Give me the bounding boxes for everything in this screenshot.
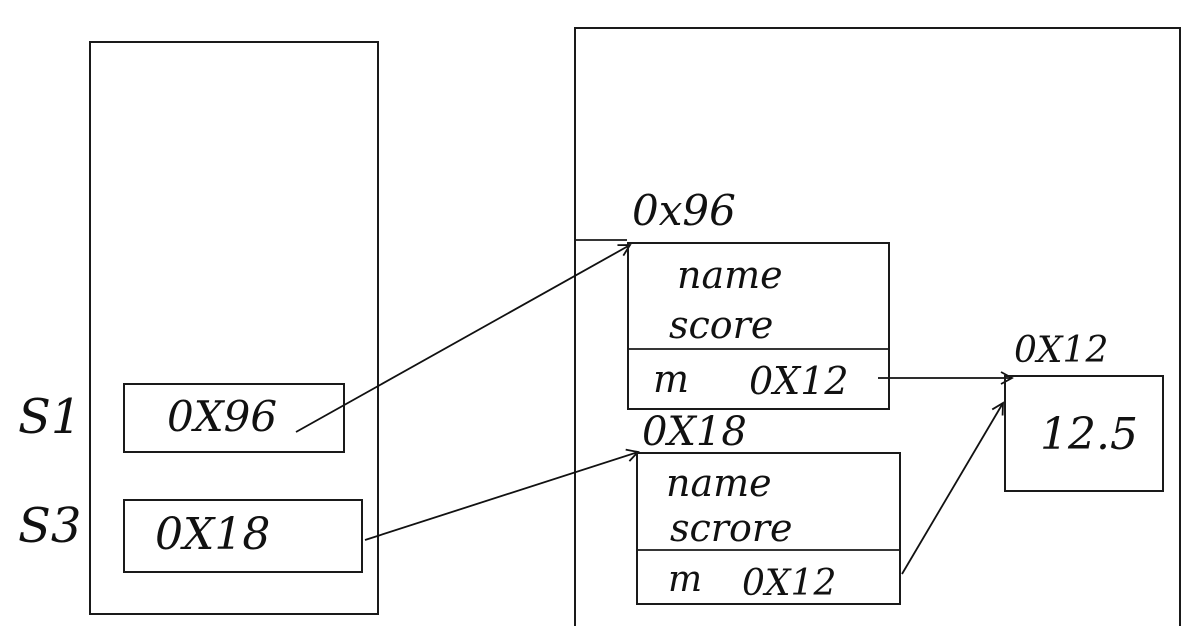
object-address: 0X18 bbox=[642, 409, 747, 455]
object-field: name bbox=[666, 461, 772, 505]
object-field: name bbox=[677, 253, 783, 297]
heap-object: name scrore m 0X12 bbox=[636, 452, 901, 605]
arrow-s3-to-object2 bbox=[364, 448, 640, 541]
stack-slot-value: 0X96 bbox=[167, 392, 278, 441]
value-box-value: 12.5 bbox=[1040, 409, 1138, 460]
member-name: m bbox=[653, 357, 690, 401]
member-value: 0X12 bbox=[742, 563, 837, 604]
arrow-m2-to-value bbox=[901, 401, 1004, 575]
value-box: 12.5 bbox=[1004, 375, 1164, 492]
stack-slot: 0X18 bbox=[123, 499, 363, 573]
stack-var-label: S1 bbox=[18, 389, 82, 445]
stack-frame bbox=[89, 41, 379, 615]
arrow-s1-to-object1 bbox=[295, 244, 632, 433]
heap-object: name score m 0X12 bbox=[627, 242, 890, 410]
object-field: scrore bbox=[670, 506, 793, 550]
member-value: 0X12 bbox=[749, 359, 849, 403]
stack-slot: 0X96 bbox=[123, 383, 345, 453]
object-field: score bbox=[669, 303, 774, 347]
heap-frame bbox=[574, 27, 1181, 626]
value-address: 0X12 bbox=[1014, 330, 1109, 371]
object-address: 0x96 bbox=[632, 186, 736, 235]
member-name: m bbox=[668, 559, 703, 600]
stack-var-label: S3 bbox=[18, 498, 82, 554]
stack-slot-value: 0X18 bbox=[155, 509, 271, 560]
